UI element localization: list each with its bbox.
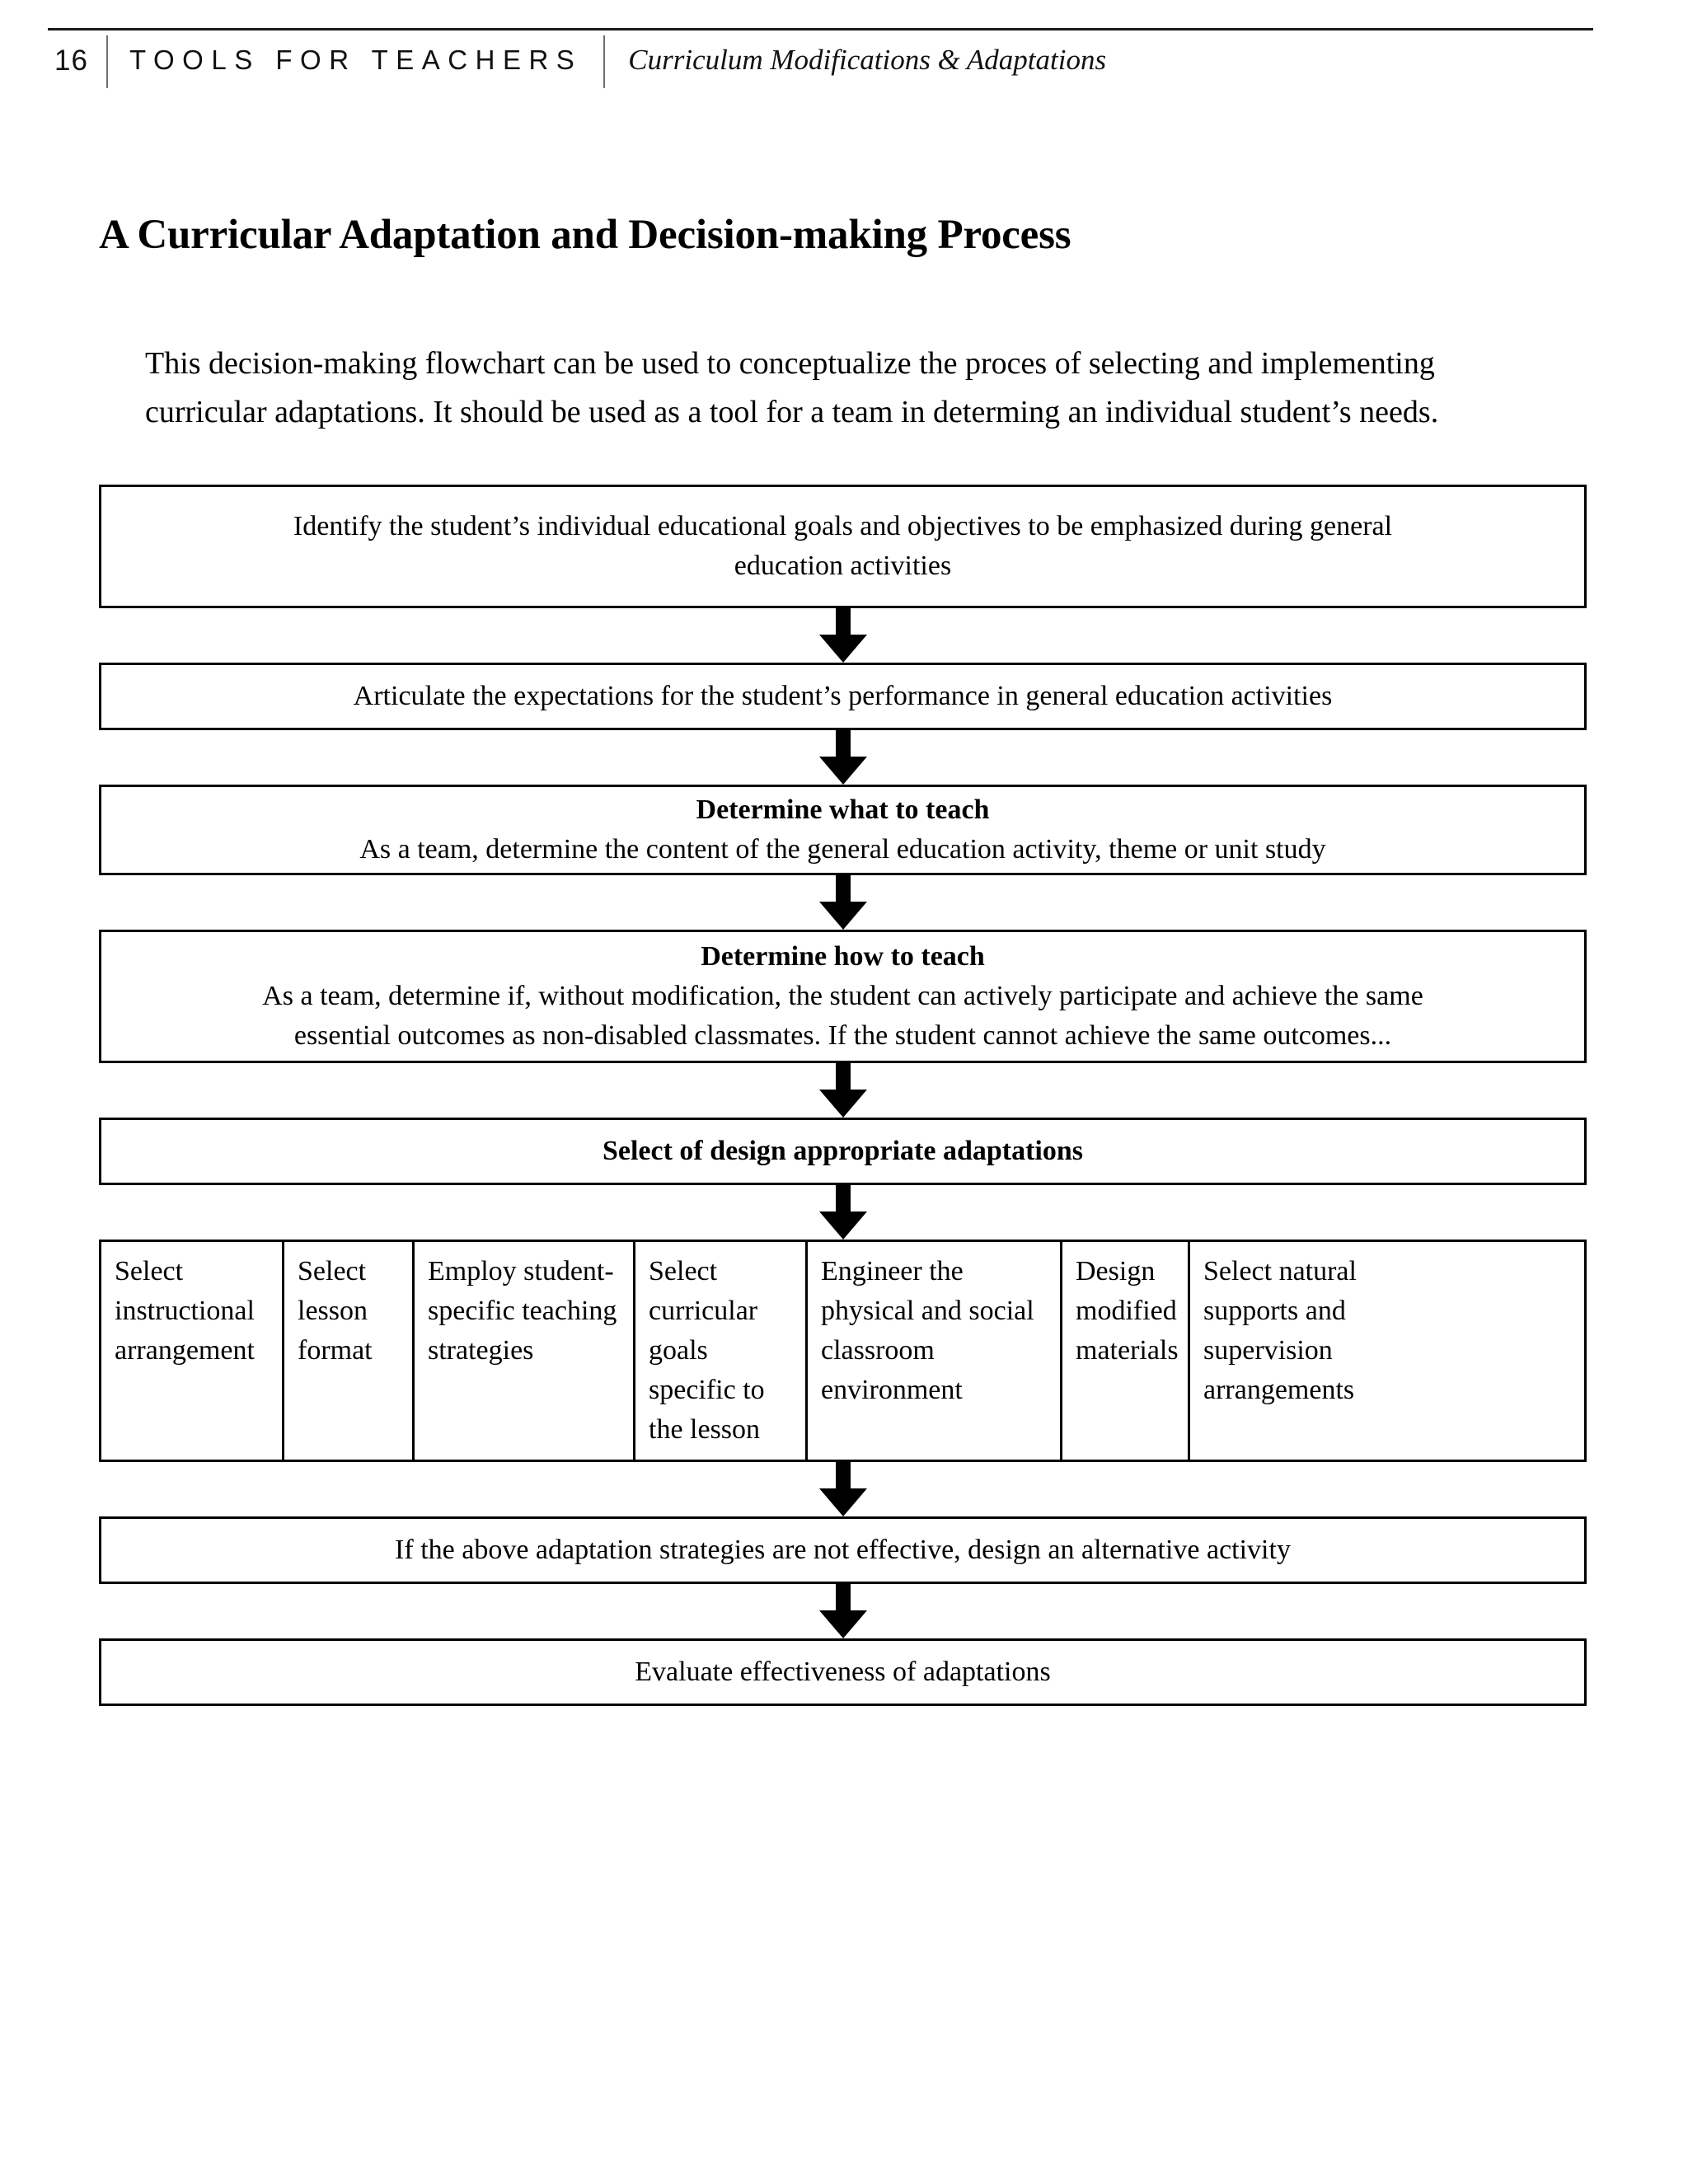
- flow-step-3: Determine what to teach As a team, deter…: [99, 785, 1587, 875]
- flow-arrow-2: [99, 730, 1587, 785]
- flow-step-2-line-1: Articulate the expectations for the stud…: [353, 681, 1333, 711]
- flow-step-8: Evaluate effectiveness of adaptations: [99, 1638, 1587, 1706]
- flow-step-7: If the above adaptation strategies are n…: [99, 1516, 1587, 1584]
- flow-step-8-line-1: Evaluate effectiveness of adaptations: [635, 1657, 1051, 1687]
- flow-step-4-line-1: As a team, determine if, without modific…: [262, 981, 1423, 1011]
- flow-step-4-line-2: essential outcomes as non-disabled class…: [293, 1020, 1392, 1051]
- header-divider-1: [106, 35, 108, 88]
- flow-step-1-line-2: education activities: [734, 551, 952, 581]
- down-arrow-icon: [818, 730, 867, 785]
- option-cell-6: Design modified materials: [1062, 1242, 1190, 1460]
- flow-step-3-line-1: As a team, determine the content of the …: [359, 834, 1326, 865]
- intro-paragraph: This decision-making flowchart can be us…: [145, 346, 1439, 429]
- flow-step-5: Select of design appropriate adaptations: [99, 1118, 1587, 1185]
- option-cell-4: Select curricular goals specific to the …: [635, 1242, 808, 1460]
- option-cell-1: Select instructional arrangement: [101, 1242, 284, 1460]
- flow-arrow-4: [99, 1063, 1587, 1118]
- flow-arrow-5: [99, 1185, 1587, 1240]
- flow-step-1: Identify the student’s individual educat…: [99, 485, 1587, 608]
- flow-step-4-heading: Determine how to teach: [701, 941, 985, 972]
- page-number: 16: [54, 44, 88, 77]
- adaptation-options-row: Select instructional arrangement Select …: [99, 1240, 1587, 1462]
- page-title: A Curricular Adaptation and Decision-mak…: [99, 212, 1071, 259]
- flow-arrow-7: [99, 1584, 1587, 1638]
- down-arrow-icon: [818, 1185, 867, 1240]
- down-arrow-icon: [818, 1584, 867, 1638]
- flow-step-3-heading: Determine what to teach: [696, 794, 990, 825]
- flow-step-5-heading: Select of design appropriate adaptations: [602, 1136, 1084, 1166]
- series-title: TOOLS FOR TEACHERS: [129, 45, 583, 75]
- down-arrow-icon: [818, 875, 867, 930]
- flow-step-7-line-1: If the above adaptation strategies are n…: [395, 1535, 1291, 1565]
- flow-step-1-line-1: Identify the student’s individual educat…: [293, 511, 1393, 541]
- option-cell-2: Select lesson format: [284, 1242, 415, 1460]
- header-subtitle: Curriculum Modifications & Adaptations: [628, 44, 1107, 76]
- option-cell-5: Engineer the physical and social classro…: [808, 1242, 1062, 1460]
- header-divider-2: [603, 35, 606, 88]
- running-header: 16 TOOLS FOR TEACHERS Curriculum Modific…: [48, 28, 1593, 90]
- flow-arrow-1: [99, 608, 1587, 663]
- option-cell-7: Select natural supports and supervision …: [1203, 1256, 1357, 1405]
- flow-step-2: Articulate the expectations for the stud…: [99, 663, 1587, 730]
- flow-arrow-6: [99, 1462, 1587, 1516]
- flowchart: Identify the student’s individual educat…: [99, 485, 1587, 1706]
- flow-step-4: Determine how to teach As a team, determ…: [99, 930, 1587, 1063]
- flow-arrow-3: [99, 875, 1587, 930]
- option-cell-3: Employ student-specific teaching strateg…: [415, 1242, 635, 1460]
- down-arrow-icon: [818, 608, 867, 663]
- down-arrow-icon: [818, 1462, 867, 1516]
- down-arrow-icon: [818, 1063, 867, 1118]
